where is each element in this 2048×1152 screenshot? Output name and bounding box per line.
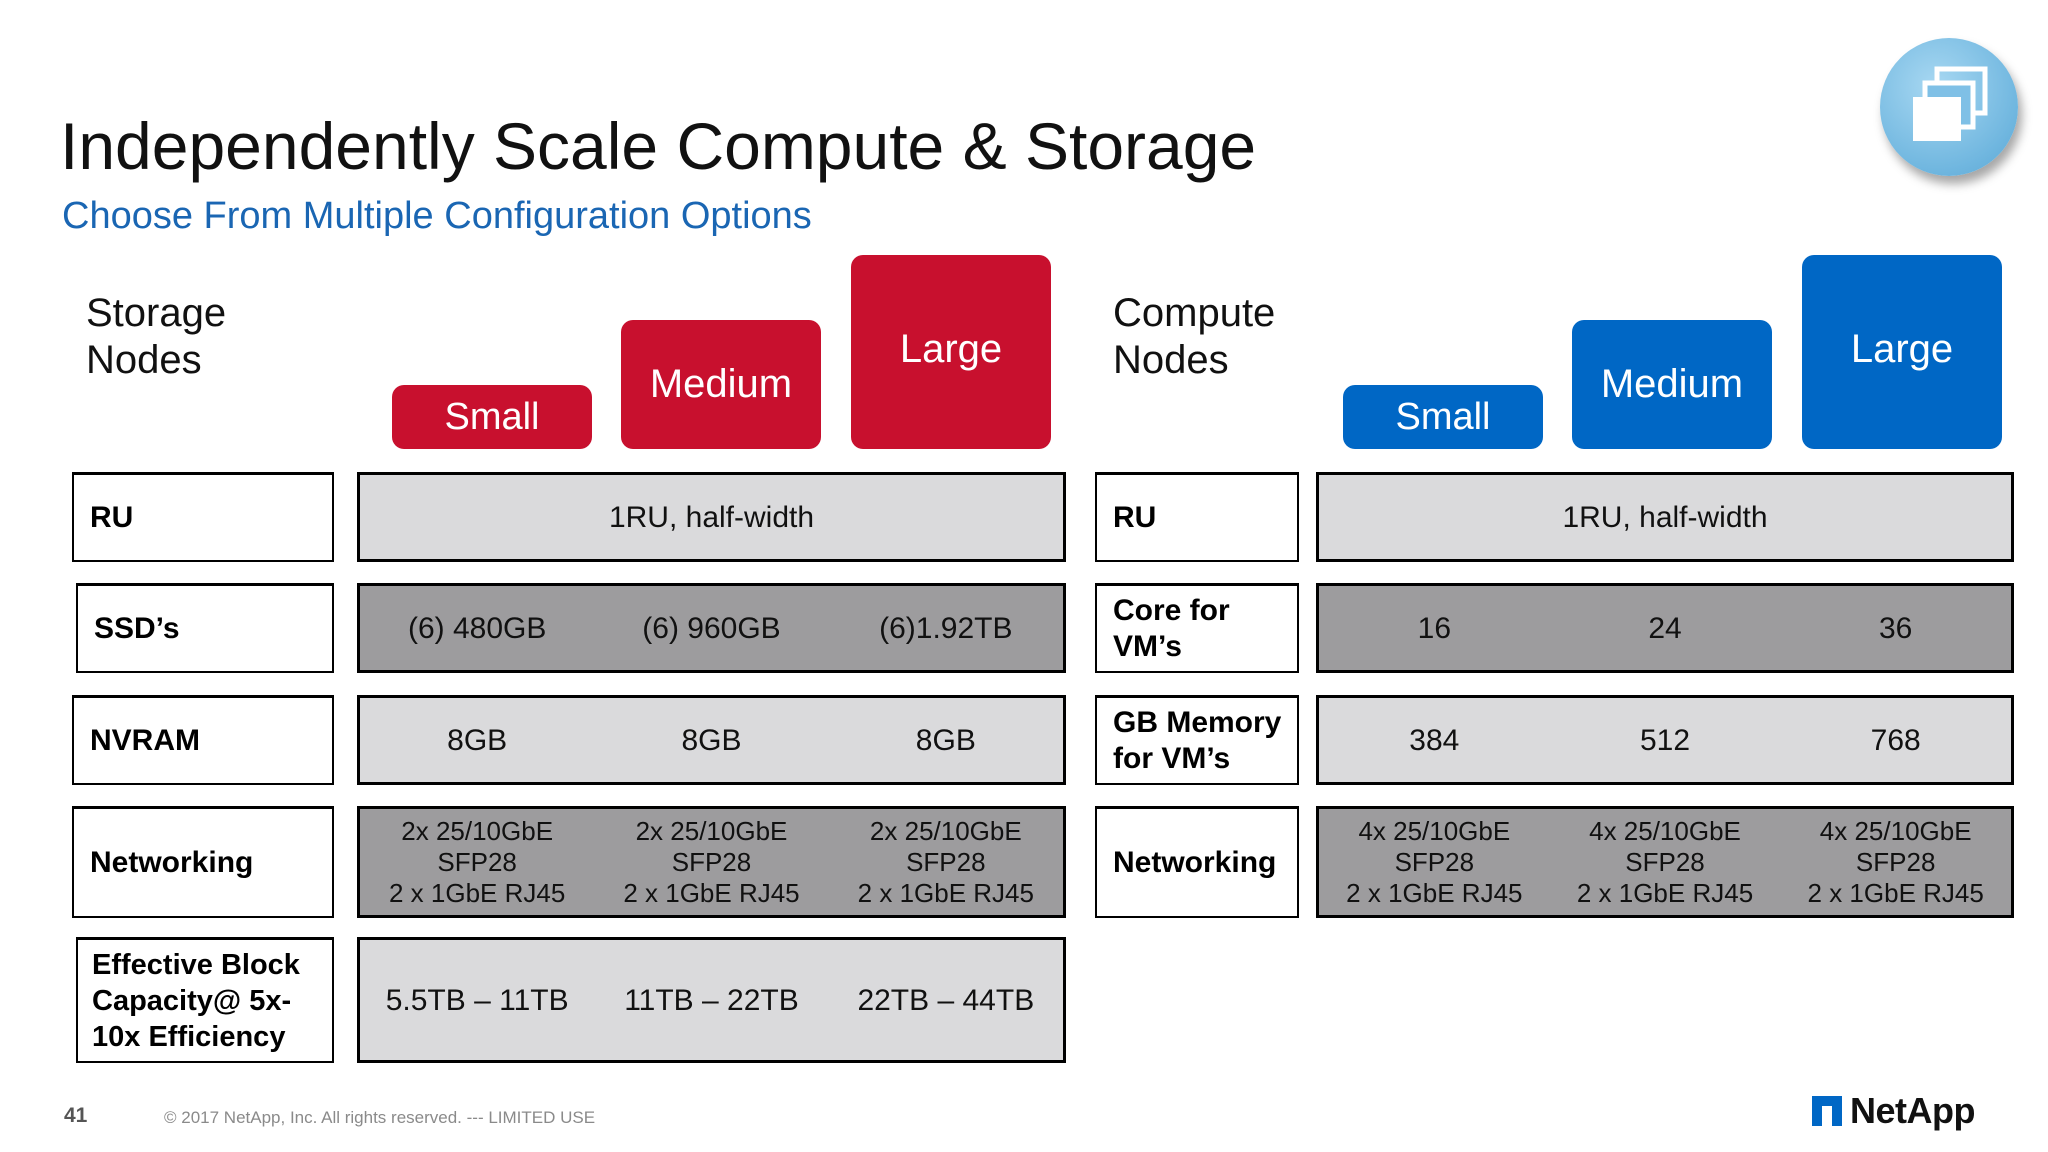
storage-networking-large: 2x 25/10GbE SFP28 2 x 1GbE RJ45 <box>857 815 1034 908</box>
compute-memory-label: GB Memory for VM’s <box>1095 695 1299 785</box>
storage-nvram-medium: 8GB <box>681 723 742 757</box>
page-title: Independently Scale Compute & Storage <box>60 109 1257 183</box>
storage-networking-small: 2x 25/10GbE SFP28 2 x 1GbE RJ45 <box>389 815 566 908</box>
compute-memory-large: 768 <box>1870 723 1921 757</box>
compute-small-tab[interactable]: Small <box>1343 385 1543 449</box>
storage-nvram-large: 8GB <box>915 723 976 757</box>
storage-large-tab[interactable]: Large <box>851 255 1051 449</box>
storage-ssd-label: SSD’s <box>76 583 334 673</box>
storage-nvram-small: 8GB <box>447 723 508 757</box>
compute-ru-cell: 1RU, half-width <box>1562 500 1768 534</box>
stacked-windows-icon <box>1880 38 2018 176</box>
storage-networking-label: Networking <box>72 806 334 918</box>
compute-core-small: 16 <box>1417 611 1452 645</box>
compute-core-large: 36 <box>1878 611 1913 645</box>
storage-capacity-label: Effective Block Capacity@ 5x-10x Efficie… <box>76 937 334 1063</box>
storage-nvram-row: 8GB 8GB 8GB <box>357 695 1066 785</box>
storage-capacity-medium: 11TB – 22TB <box>624 983 799 1017</box>
netapp-wordmark: NetApp <box>1850 1090 1976 1131</box>
page-number: 41 <box>64 1104 88 1127</box>
storage-nvram-label: NVRAM <box>72 695 334 785</box>
netapp-logo: NetApp <box>1812 1090 1976 1132</box>
compute-core-row: 16 24 36 <box>1316 583 2014 673</box>
compute-medium-tab[interactable]: Medium <box>1572 320 1772 449</box>
compute-networking-medium: 4x 25/10GbE SFP28 2 x 1GbE RJ45 <box>1576 815 1754 908</box>
storage-medium-tab[interactable]: Medium <box>621 320 821 449</box>
compute-memory-medium: 512 <box>1639 723 1691 757</box>
page-subtitle: Choose From Multiple Configuration Optio… <box>62 195 812 237</box>
storage-networking-row: 2x 25/10GbE SFP28 2 x 1GbE RJ45 2x 25/10… <box>357 806 1066 918</box>
compute-core-medium: 24 <box>1648 611 1682 645</box>
storage-ssd-medium: (6) 960GB <box>642 611 781 645</box>
compute-ru-label: RU <box>1095 472 1299 562</box>
compute-nodes-heading: Compute Nodes <box>1113 291 1276 382</box>
storage-ssd-large: (6)1.92TB <box>879 611 1013 645</box>
copyright-notice: © 2017 NetApp, Inc. All rights reserved.… <box>164 1108 596 1127</box>
compute-networking-label: Networking <box>1095 806 1299 918</box>
compute-memory-row: 384 512 768 <box>1316 695 2014 785</box>
compute-memory-small: 384 <box>1409 723 1460 757</box>
compute-networking-large: 4x 25/10GbE SFP28 2 x 1GbE RJ45 <box>1807 815 1984 908</box>
compute-core-label: Core for VM’s <box>1095 583 1299 673</box>
storage-ssd-small: (6) 480GB <box>407 611 547 645</box>
compute-large-tab[interactable]: Large <box>1802 255 2002 449</box>
storage-ru-cell: 1RU, half-width <box>608 500 815 534</box>
storage-nodes-heading: Storage Nodes <box>86 291 227 382</box>
storage-capacity-large: 22TB – 44TB <box>857 983 1035 1017</box>
compute-networking-row: 4x 25/10GbE SFP28 2 x 1GbE RJ45 4x 25/10… <box>1316 806 2014 918</box>
storage-networking-medium: 2x 25/10GbE SFP28 2 x 1GbE RJ45 <box>623 815 800 908</box>
storage-ssd-row: (6) 480GB (6) 960GB (6)1.92TB <box>357 583 1066 673</box>
storage-ru-label: RU <box>72 472 334 562</box>
storage-small-tab[interactable]: Small <box>392 385 592 449</box>
storage-capacity-small: 5.5TB – 11TB <box>385 983 569 1017</box>
storage-capacity-row: 5.5TB – 11TB 11TB – 22TB 22TB – 44TB <box>357 937 1066 1063</box>
compute-ru-value: 1RU, half-width <box>1316 472 2014 562</box>
storage-ru-value: 1RU, half-width <box>357 472 1066 562</box>
netapp-logo-icon <box>1812 1096 1842 1126</box>
compute-networking-small: 4x 25/10GbE SFP28 2 x 1GbE RJ45 <box>1346 815 1523 908</box>
